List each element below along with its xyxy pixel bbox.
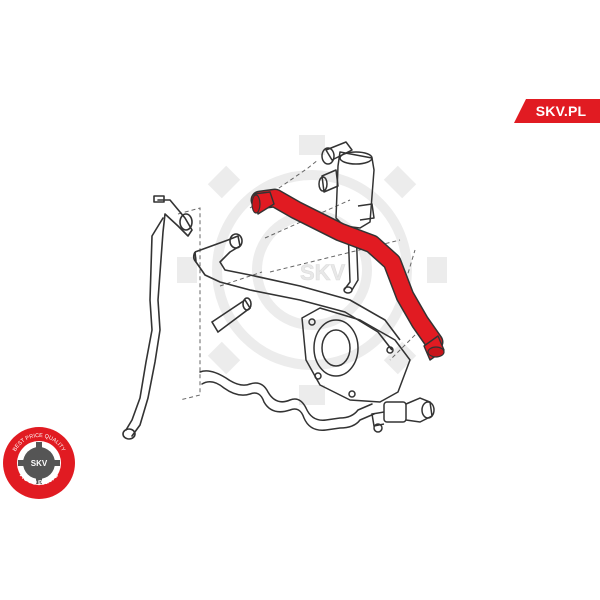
- engine-cover: [301, 307, 411, 403]
- oil-separator: [318, 141, 375, 294]
- brand-badge: SKV.PL: [514, 99, 600, 123]
- lower-hose: [199, 370, 375, 431]
- check-valve: [371, 397, 435, 433]
- seal-center-text: SKV: [31, 459, 48, 468]
- short-hose: [210, 297, 252, 334]
- quality-seal-icon: BEST PRICE QUALITY AUTO PARTS SKV: [3, 427, 75, 499]
- highlighted-hose: [250, 188, 445, 361]
- watermark-text: SKV: [300, 260, 346, 285]
- brand-badge-text: SKV.PL: [535, 103, 587, 119]
- vent-pipe: [122, 195, 193, 440]
- intake-pipe: [192, 233, 401, 351]
